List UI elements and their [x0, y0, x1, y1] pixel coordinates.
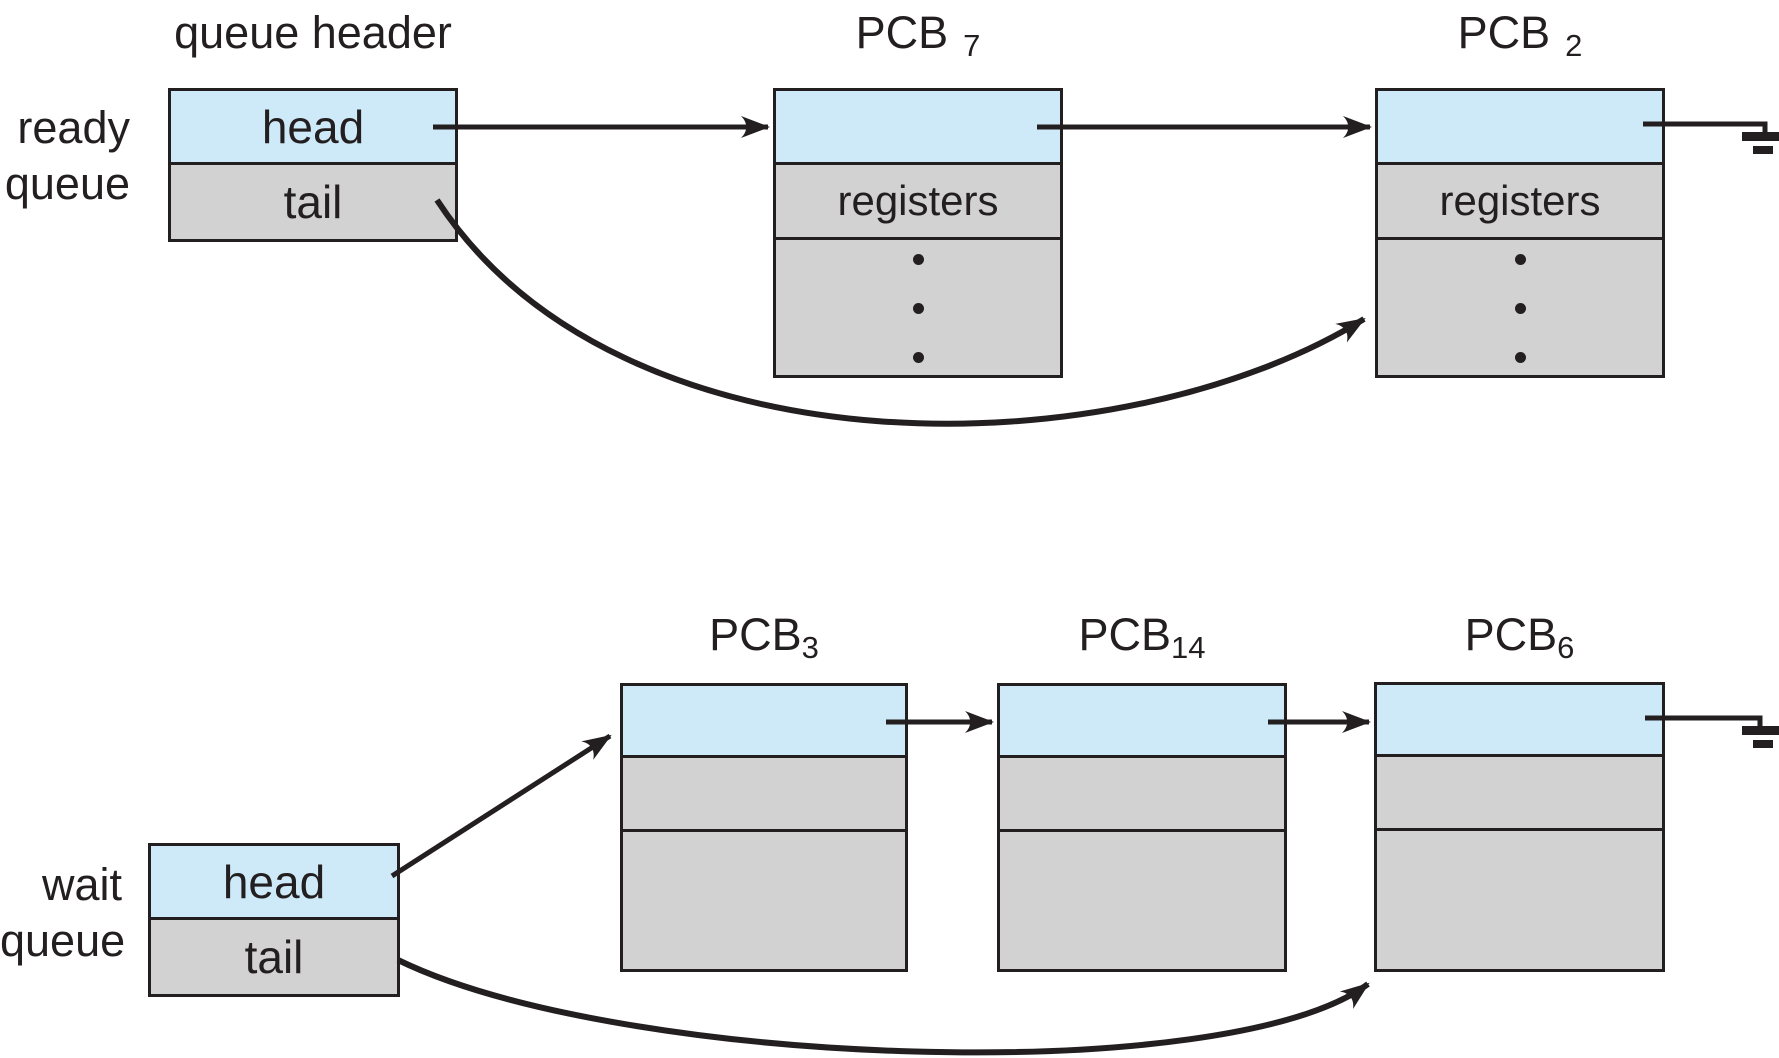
pcb2-body-cell [1378, 240, 1662, 375]
pcb3-body-cell [623, 832, 905, 969]
vertical-ellipsis-dot [1514, 303, 1526, 314]
wait-head-cell: head [151, 846, 397, 920]
wait-tail-cell: tail [151, 920, 397, 994]
ready-queue-label: ready queue [0, 100, 130, 212]
pcb14-box [997, 683, 1287, 972]
vertical-ellipsis-dot [912, 303, 924, 314]
pcb7-subscript: 7 [963, 28, 981, 63]
null-bar-long [1742, 726, 1779, 735]
pcb2-registers-cell: registers [1378, 165, 1662, 240]
wait-queue-label: wait queue [0, 857, 126, 969]
pcb7-box: registers [773, 88, 1063, 378]
wait-queue-label-line2: queue [0, 915, 126, 966]
pcb14-link-cell [1000, 686, 1284, 758]
ready-queue-label-line2: queue [4, 158, 130, 209]
pcb7-link-cell [776, 91, 1060, 165]
pcb6-link-cell [1377, 685, 1662, 757]
pcb14-field-cell [1000, 758, 1284, 832]
vertical-ellipsis-dot [1514, 352, 1526, 363]
null-bar-short [1753, 146, 1773, 154]
wait-queue-header-box: head tail [148, 843, 400, 997]
pcb2-registers-label: registers [1439, 177, 1601, 224]
ready-tail-cell: tail [171, 165, 455, 239]
pcb2-link-cell [1378, 91, 1662, 165]
ready-queue-label-line1: ready [17, 102, 130, 153]
pcb14-subscript: 14 [1171, 630, 1206, 665]
pcb14-body-cell [1000, 832, 1284, 969]
pcb6-field-cell [1377, 757, 1662, 831]
pcb2-box: registers [1375, 88, 1665, 378]
pcb3-subscript: 3 [801, 630, 819, 665]
null-bar-short [1753, 740, 1773, 748]
null-bar-long [1742, 132, 1779, 141]
wait-head-to-pcb3-arrow [390, 733, 612, 879]
ready-head-cell: head [171, 91, 455, 165]
vertical-ellipsis-dot [912, 352, 924, 363]
queue-header-title: queue header [174, 7, 452, 58]
wait-head-label: head [222, 855, 326, 908]
ready-tail-label: tail [283, 176, 343, 228]
pcb6-body-cell [1377, 831, 1662, 969]
pcb6-subscript: 6 [1557, 630, 1575, 665]
ready-queue-header-box: head tail [168, 88, 458, 242]
wait-queue-label-line1: wait [41, 859, 122, 910]
wait-tail-to-pcb6-curve-arrow [396, 957, 1370, 1056]
pcb3-field-cell [623, 758, 905, 832]
pcb7-registers-label: registers [837, 177, 999, 224]
pcb3-box [620, 683, 908, 972]
vertical-ellipsis-dot [1514, 254, 1526, 265]
pcb6-box [1374, 682, 1665, 972]
pcb3-link-cell [623, 686, 905, 758]
wait-tail-label: tail [244, 931, 304, 983]
pcb2-subscript: 2 [1565, 28, 1583, 63]
pcb7-body-cell [776, 240, 1060, 375]
pcb6-null-pointer-icon [1645, 715, 1779, 748]
ready-head-label: head [261, 100, 365, 153]
pcb7-registers-cell: registers [776, 165, 1060, 240]
vertical-ellipsis-dot [912, 254, 924, 265]
